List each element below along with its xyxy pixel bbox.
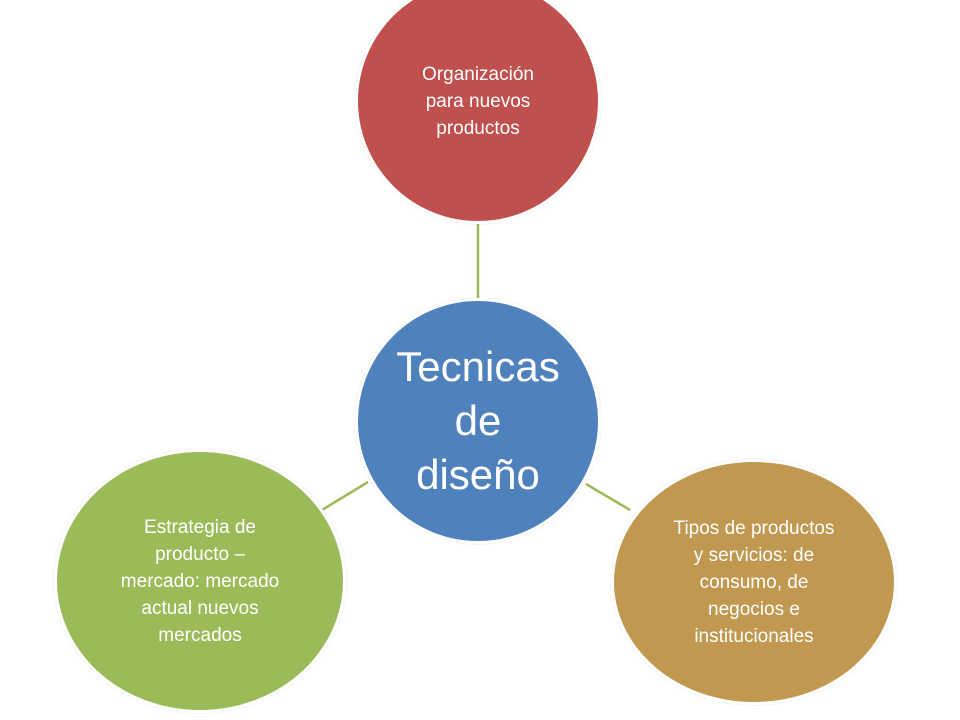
node-estrategia: Estrategia de producto – mercado: mercad… [54,449,346,713]
connector-left [321,480,369,512]
node-organizacion-label: Organización para nuevos productos [422,63,534,139]
node-estrategia-label: Estrategia de producto – mercado: mercad… [120,516,280,646]
node-center-label: Tecnicas de diseño [396,343,560,498]
node-center-tecnicas: Tecnicas de diseño [355,298,601,544]
node-organizacion: Organización para nuevos productos [355,0,601,224]
node-tipos: Tipos de productos y servicios: de consu… [611,459,897,705]
connector-right [585,482,631,512]
node-tipos-label: Tipos de productos y servicios: de consu… [673,517,835,647]
